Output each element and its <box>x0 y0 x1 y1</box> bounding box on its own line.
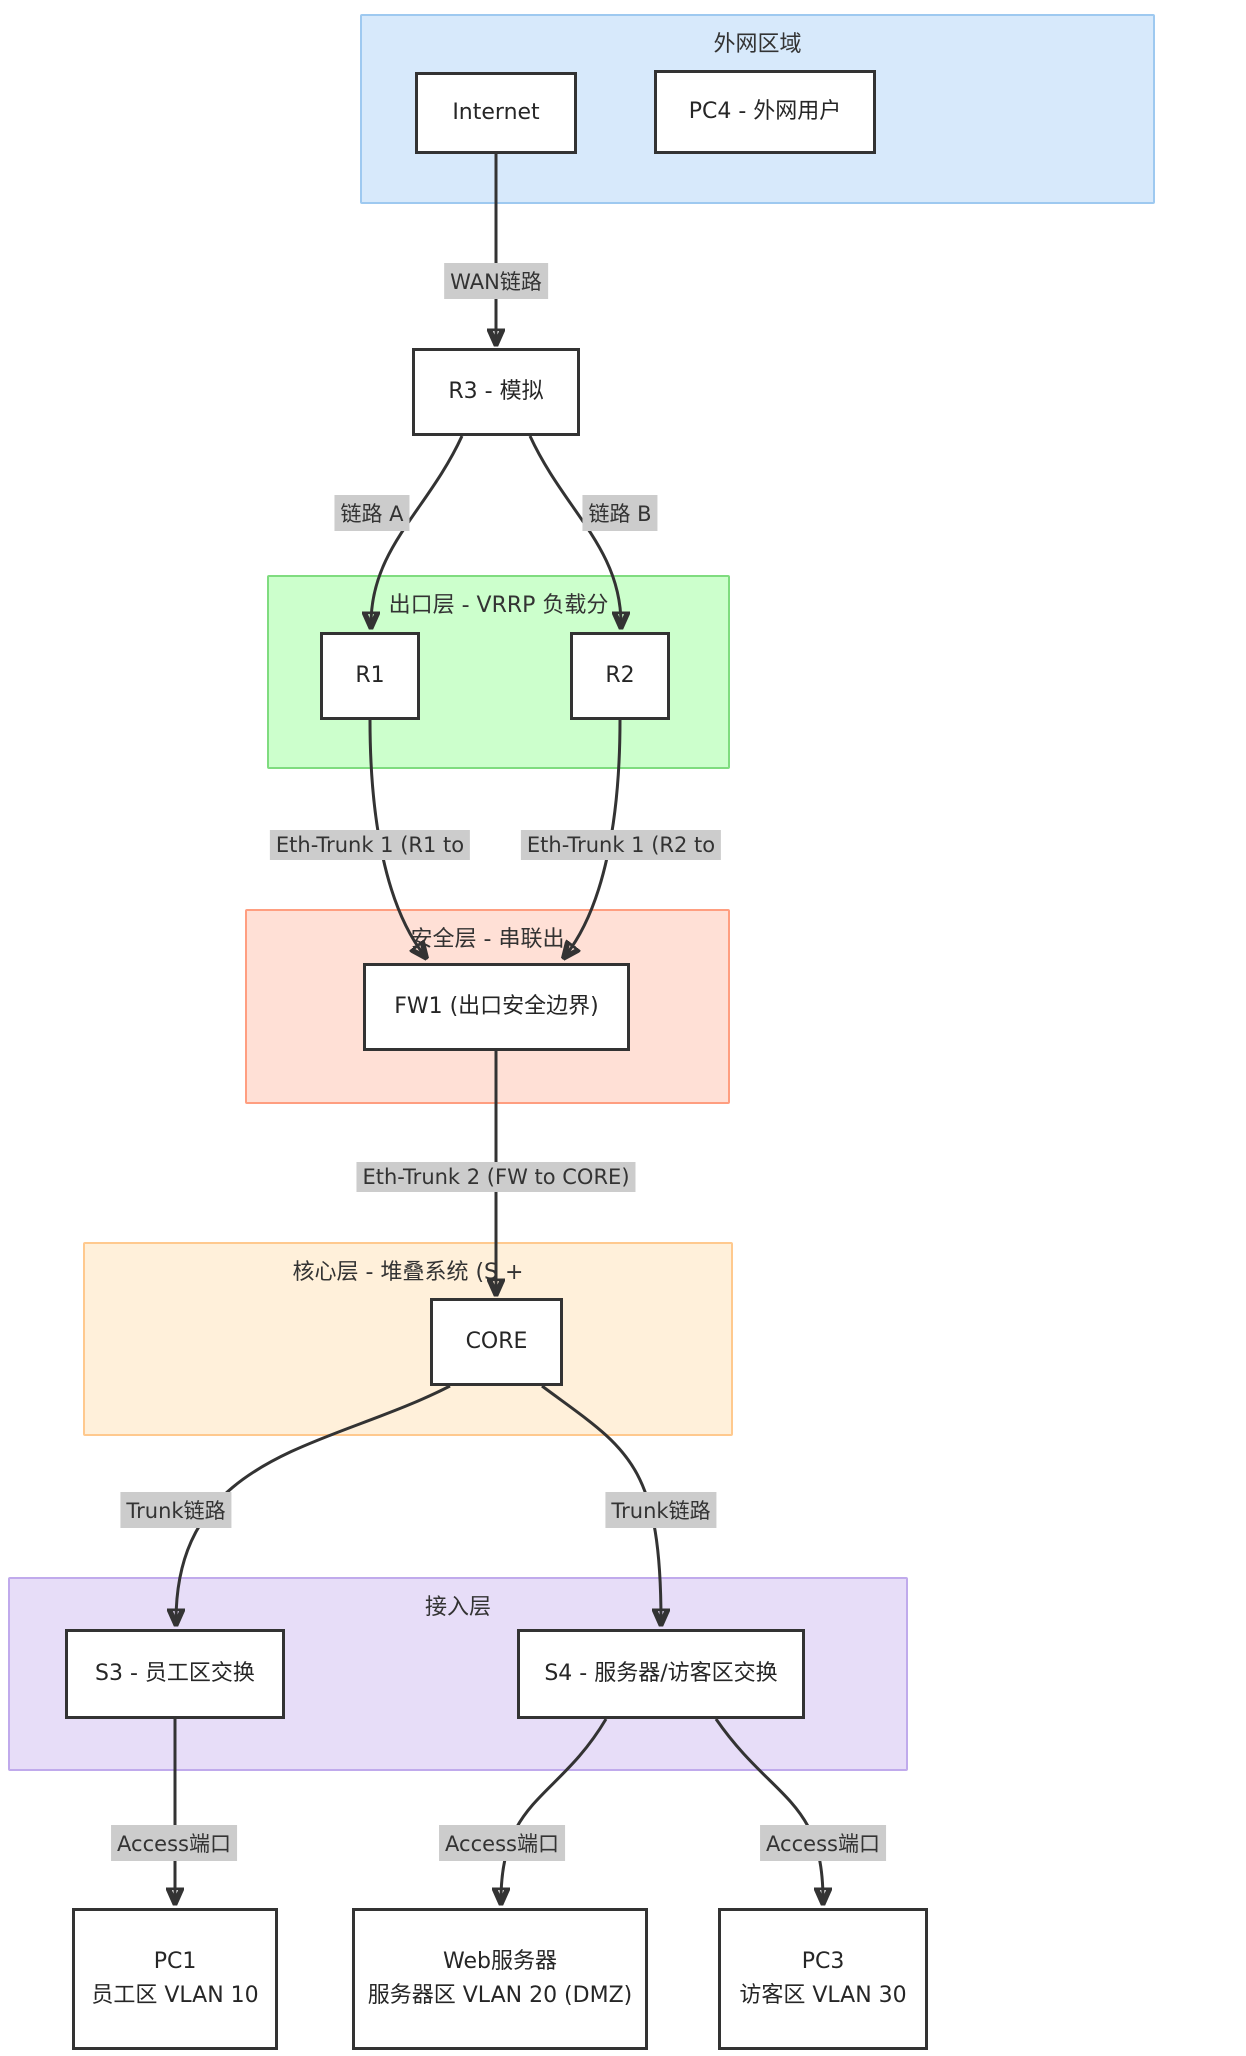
edge-label-trunk-right: Trunk链路 <box>605 1492 717 1528</box>
zone-security-layer-title: 安全层 - 串联出 <box>410 927 565 952</box>
node-r3-label: R3 - 模拟 <box>448 378 544 404</box>
node-web-server: Web服务器 服务器区 VLAN 20 (DMZ) <box>352 1908 648 2050</box>
edge-label-eth-trunk-2: Eth-Trunk 2 (FW to CORE) <box>356 1162 636 1192</box>
node-fw1: FW1 (出口安全边界) <box>363 963 630 1051</box>
zone-access-layer-title: 接入层 <box>424 1595 491 1620</box>
node-core: CORE <box>430 1298 563 1386</box>
node-fw1-label: FW1 (出口安全边界) <box>394 993 599 1019</box>
node-pc4: PC4 - 外网用户 <box>654 70 876 154</box>
node-pc3-line2: 访客区 VLAN 30 <box>739 1983 907 2008</box>
edge-label-link-b: 链路 B <box>582 495 658 531</box>
node-internet-label: Internet <box>452 99 540 125</box>
edge-s4-to-pc3 <box>714 1718 823 1900</box>
zone-core-layer-title: 核心层 - 堆叠系统 (S + <box>292 1260 524 1285</box>
edge-label-eth-trunk-1-r1: Eth-Trunk 1 (R1 to <box>269 830 471 860</box>
node-pc4-label: PC4 - 外网用户 <box>688 98 842 124</box>
node-web-server-line1: Web服务器 <box>443 1948 557 1974</box>
node-pc3: PC3 访客区 VLAN 30 <box>718 1908 928 2050</box>
edge-core-to-s3 <box>176 1384 451 1621</box>
node-web-server-line2: 服务器区 VLAN 20 (DMZ) <box>367 1983 633 2008</box>
node-r2: R2 <box>570 632 670 720</box>
node-r3: R3 - 模拟 <box>412 348 580 436</box>
zone-external-title: 外网区域 <box>713 32 802 57</box>
edge-label-access-left: Access端口 <box>111 1825 237 1861</box>
edge-s4-to-webserver <box>501 1718 608 1900</box>
node-s3-label: S3 - 员工区交换 <box>95 1660 255 1686</box>
zone-exit-layer-title: 出口层 - VRRP 负载分 <box>388 593 609 618</box>
node-pc1: PC1 员工区 VLAN 10 <box>72 1908 278 2050</box>
node-s3: S3 - 员工区交换 <box>65 1629 285 1719</box>
node-r2-label: R2 <box>605 662 635 688</box>
edge-label-access-mid: Access端口 <box>439 1825 565 1861</box>
node-internet: Internet <box>415 72 577 154</box>
edge-label-wan-link: WAN链路 <box>444 263 548 299</box>
edge-label-eth-trunk-1-r2: Eth-Trunk 1 (R2 to <box>520 830 722 860</box>
edge-label-access-right: Access端口 <box>760 1825 886 1861</box>
node-pc1-line1: PC1 <box>153 1948 197 1974</box>
edge-label-trunk-left: Trunk链路 <box>120 1492 232 1528</box>
edge-label-link-a: 链路 A <box>334 495 410 531</box>
node-core-label: CORE <box>465 1328 528 1354</box>
node-r1-label: R1 <box>355 662 385 688</box>
edge-core-to-s4 <box>541 1384 661 1621</box>
node-s4: S4 - 服务器/访客区交换 <box>517 1629 805 1719</box>
node-s4-label: S4 - 服务器/访客区交换 <box>544 1660 778 1686</box>
node-pc1-line2: 员工区 VLAN 10 <box>91 1983 259 2008</box>
node-pc3-line1: PC3 <box>801 1948 845 1974</box>
node-r1: R1 <box>320 632 420 720</box>
